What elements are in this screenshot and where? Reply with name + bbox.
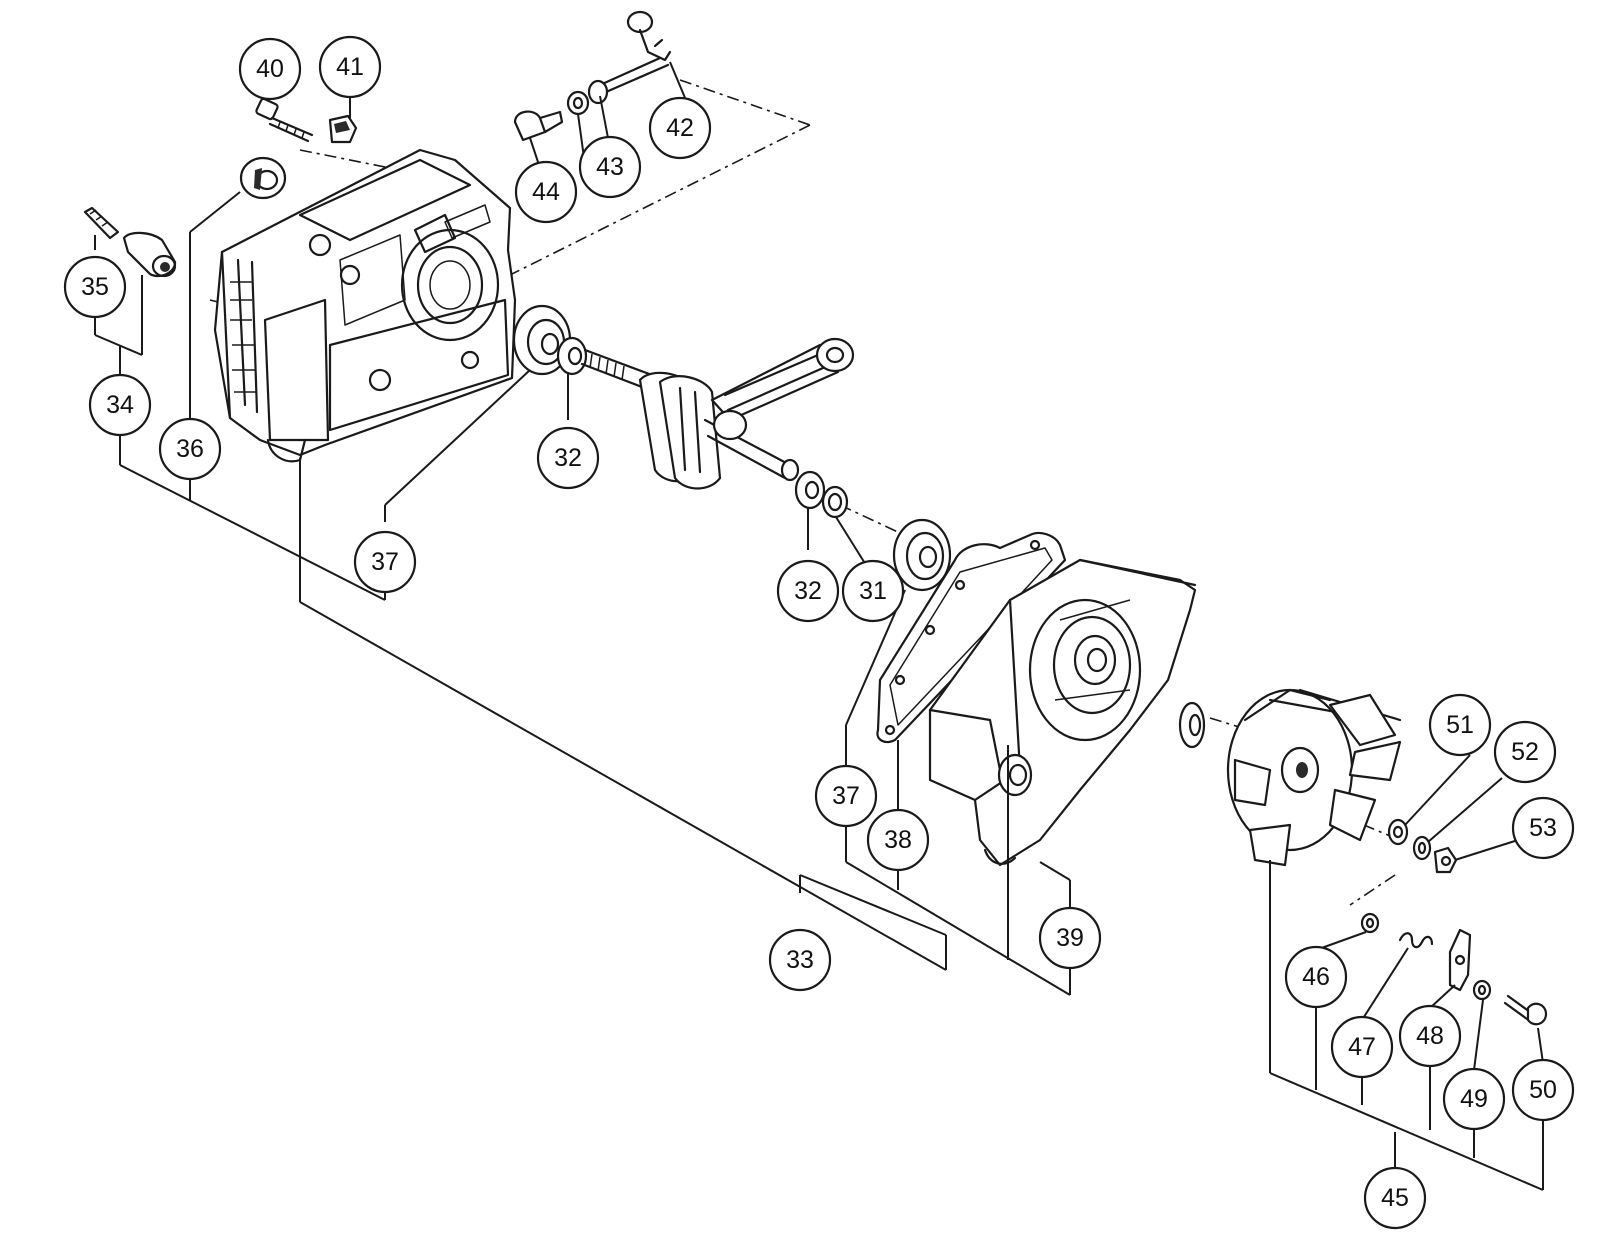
callout-label: 48 bbox=[1416, 1022, 1444, 1050]
leader-lines bbox=[94, 61, 1544, 1191]
nut-part-53 bbox=[1433, 846, 1458, 874]
right-crankcase-half bbox=[928, 558, 1197, 867]
callout-label: 35 bbox=[81, 273, 109, 301]
pawl-part-48 bbox=[1448, 928, 1472, 992]
washer-part-51 bbox=[1387, 818, 1409, 846]
callout-46: 46 bbox=[1284, 945, 1348, 1009]
ring-part-43 bbox=[566, 90, 590, 116]
callout-50: 50 bbox=[1511, 1058, 1575, 1122]
washer-part-31 bbox=[821, 485, 849, 519]
callout-43: 43 bbox=[578, 135, 642, 199]
callout-38: 38 bbox=[866, 808, 930, 872]
gasket bbox=[876, 531, 1067, 744]
callout-label: 47 bbox=[1348, 1033, 1376, 1061]
callout-53: 53 bbox=[1511, 796, 1575, 860]
flywheel-side-seal bbox=[1178, 701, 1206, 749]
callout-label: 36 bbox=[176, 435, 204, 463]
callout-label: 33 bbox=[786, 946, 814, 974]
bearing-right bbox=[892, 518, 952, 592]
callout-label: 44 bbox=[532, 178, 560, 206]
crankshaft-assembly bbox=[580, 337, 855, 490]
callout-48: 48 bbox=[1398, 1004, 1462, 1068]
callout-label: 37 bbox=[832, 782, 860, 810]
callout-39: 39 bbox=[1038, 906, 1102, 970]
callout-label: 34 bbox=[106, 391, 134, 419]
callout-33: 33 bbox=[768, 928, 832, 992]
callout-34: 34 bbox=[88, 373, 152, 437]
left-crankcase-half bbox=[213, 148, 517, 463]
spring-part-47 bbox=[1398, 932, 1434, 949]
bolt-part-50 bbox=[1503, 994, 1548, 1026]
callout-label: 53 bbox=[1529, 814, 1557, 842]
callout-41: 41 bbox=[318, 35, 382, 99]
callout-label: 32 bbox=[794, 577, 822, 605]
callout-51: 51 bbox=[1428, 693, 1492, 757]
callout-label: 43 bbox=[596, 153, 624, 181]
callout-44: 44 bbox=[514, 160, 578, 224]
callout-35: 35 bbox=[63, 255, 127, 319]
washer-part-46 bbox=[1360, 912, 1380, 934]
callout-36: 36 bbox=[158, 417, 222, 481]
callout-label: 42 bbox=[666, 114, 694, 142]
nut-part-41 bbox=[328, 114, 358, 144]
screw-part-40 bbox=[255, 97, 314, 143]
callout-label: 51 bbox=[1446, 711, 1474, 739]
callout-label: 49 bbox=[1460, 1085, 1488, 1113]
washer-part-49 bbox=[1472, 979, 1492, 1001]
callout-32-left: 32 bbox=[536, 426, 600, 490]
pipe-part-42 bbox=[587, 10, 672, 105]
lockwasher-part-52 bbox=[1412, 835, 1432, 861]
callout-label: 31 bbox=[859, 577, 887, 605]
callout-label: 46 bbox=[1302, 963, 1330, 991]
flywheel bbox=[1226, 688, 1402, 867]
callout-40: 40 bbox=[238, 37, 302, 101]
callout-42: 42 bbox=[648, 96, 712, 160]
oil-seal-right bbox=[794, 470, 826, 510]
callout-label: 50 bbox=[1529, 1076, 1557, 1104]
callout-label: 37 bbox=[371, 548, 399, 576]
callout-45: 45 bbox=[1363, 1166, 1427, 1230]
oil-seal-left bbox=[556, 336, 588, 376]
callout-52: 52 bbox=[1493, 720, 1557, 784]
impulse-fitting bbox=[83, 206, 177, 278]
valve-part-44 bbox=[513, 110, 564, 142]
callout-47: 47 bbox=[1330, 1015, 1394, 1079]
callout-37-left: 37 bbox=[353, 530, 417, 594]
callout-label: 39 bbox=[1056, 924, 1084, 952]
callout-32-right: 32 bbox=[776, 559, 840, 623]
callout-label: 41 bbox=[336, 53, 364, 81]
callout-label: 38 bbox=[884, 826, 912, 854]
callout-31: 31 bbox=[841, 559, 905, 623]
callout-label: 32 bbox=[554, 444, 582, 472]
callout-49: 49 bbox=[1442, 1067, 1506, 1131]
callout-label: 45 bbox=[1381, 1184, 1409, 1212]
bearing-left bbox=[512, 304, 572, 376]
callout-37-right: 37 bbox=[814, 764, 878, 828]
callout-label: 52 bbox=[1511, 738, 1539, 766]
callout-label: 40 bbox=[256, 55, 284, 83]
